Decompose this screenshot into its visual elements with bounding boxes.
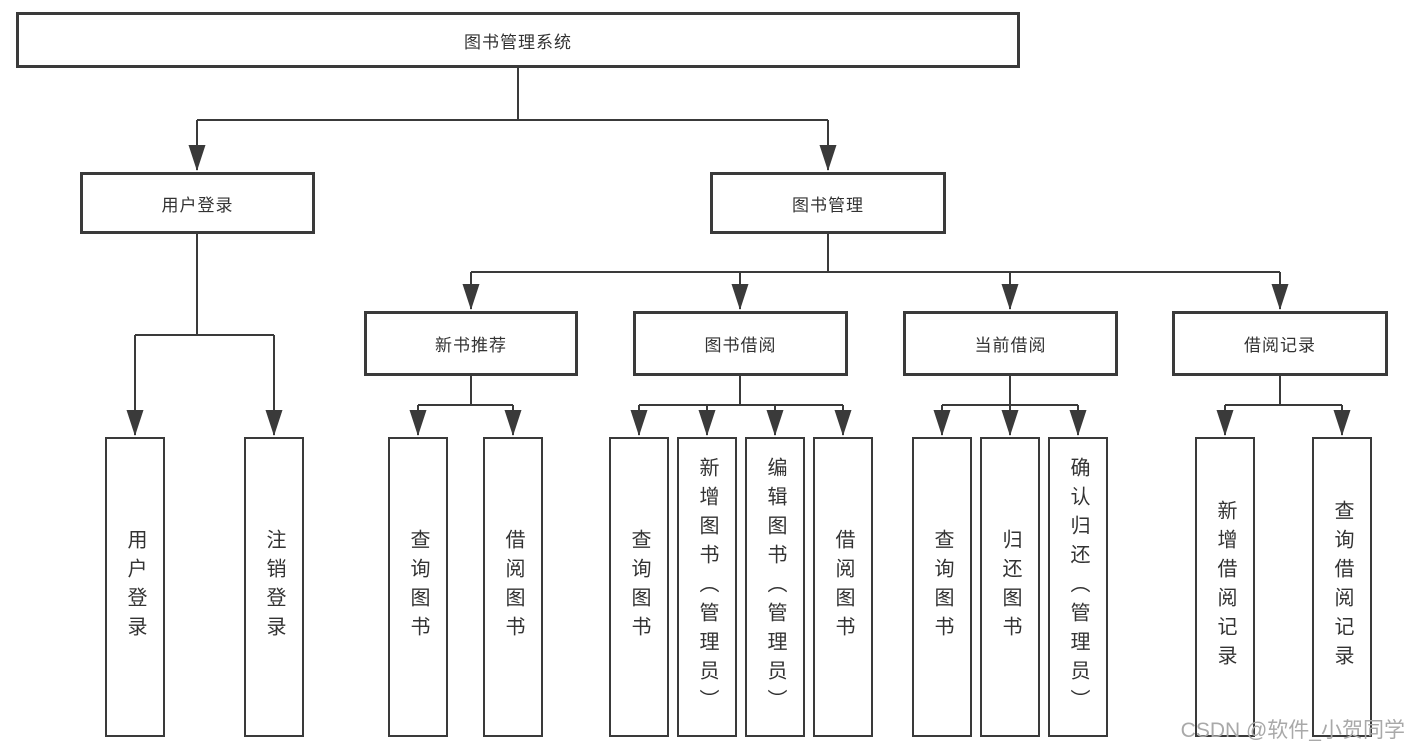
- leaf-logout-login-label: 注销登录: [263, 529, 285, 645]
- leaf-add-books-admin: 新增图书（管理员）: [677, 437, 737, 737]
- leaf-borrow-books-a: 借阅图书: [483, 437, 543, 737]
- leaf-logout-login: 注销登录: [244, 437, 304, 737]
- leaf-query-borrow-record: 查询借阅记录: [1312, 437, 1372, 737]
- leaf-return-books-label: 归还图书: [999, 529, 1021, 645]
- leaf-confirm-return-admin-label: 确认归还（管理员）: [1067, 456, 1089, 718]
- node-current-borrowing: 当前借阅: [903, 311, 1118, 376]
- node-new-book-recommend: 新书推荐: [364, 311, 578, 376]
- node-root: 图书管理系统: [16, 12, 1020, 68]
- leaf-edit-books-admin: 编辑图书（管理员）: [745, 437, 805, 737]
- leaf-add-books-admin-label: 新增图书（管理员）: [696, 456, 718, 718]
- leaf-add-borrow-record: 新增借阅记录: [1195, 437, 1255, 737]
- leaf-edit-books-admin-label: 编辑图书（管理员）: [764, 456, 786, 718]
- leaf-query-borrow-record-label: 查询借阅记录: [1331, 500, 1353, 674]
- node-book-management: 图书管理: [710, 172, 946, 234]
- leaf-user-login-label: 用户登录: [124, 529, 146, 645]
- leaf-query-books-c-label: 查询图书: [931, 529, 953, 645]
- leaf-query-books-c: 查询图书: [912, 437, 972, 737]
- leaf-borrow-books-b: 借阅图书: [813, 437, 873, 737]
- watermark: CSDN @软件_小贺同学: [1180, 719, 1405, 742]
- leaf-user-login: 用户登录: [105, 437, 165, 737]
- leaf-add-borrow-record-label: 新增借阅记录: [1214, 500, 1236, 674]
- leaf-query-books-a: 查询图书: [388, 437, 448, 737]
- node-user-login: 用户登录: [80, 172, 315, 234]
- node-book-borrowing: 图书借阅: [633, 311, 848, 376]
- leaf-return-books: 归还图书: [980, 437, 1040, 737]
- leaf-query-books-a-label: 查询图书: [407, 529, 429, 645]
- leaf-query-books-b-label: 查询图书: [628, 529, 650, 645]
- leaf-borrow-books-a-label: 借阅图书: [502, 529, 524, 645]
- node-borrowing-records: 借阅记录: [1172, 311, 1388, 376]
- leaf-query-books-b: 查询图书: [609, 437, 669, 737]
- leaf-confirm-return-admin: 确认归还（管理员）: [1048, 437, 1108, 737]
- leaf-borrow-books-b-label: 借阅图书: [832, 529, 854, 645]
